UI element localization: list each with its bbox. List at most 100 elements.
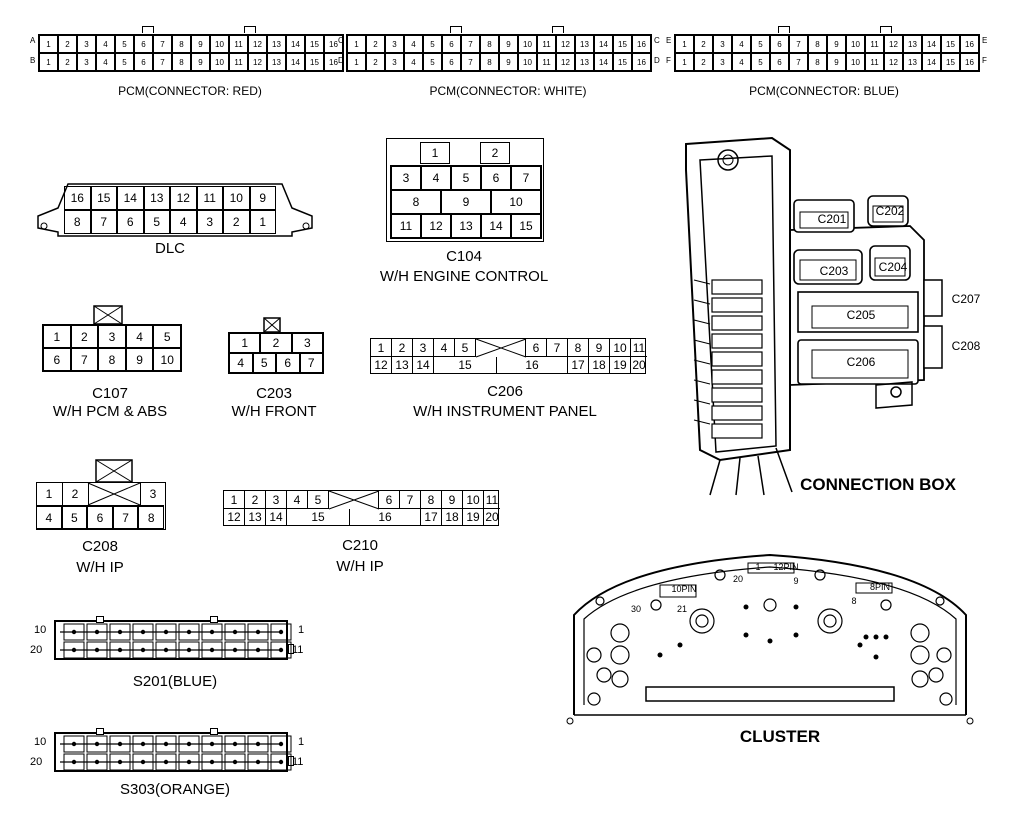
pcm_white-row-label-left: C — [338, 36, 344, 45]
c203-pin: 6 — [276, 353, 300, 373]
c203-pin: 2 — [260, 333, 292, 353]
c203-caption: C203 — [256, 385, 292, 402]
c210-pin: 20 — [485, 510, 499, 524]
pcm_blue-pin: 9 — [827, 53, 846, 71]
cb-label-c204: C204 — [878, 260, 908, 274]
c210-cross-mark — [328, 490, 379, 510]
pcm_red-pin: 1 — [39, 35, 58, 53]
pcm_white-pin: 16 — [632, 53, 651, 71]
pcm_white-pin: 14 — [594, 35, 613, 53]
pcm_blue-pin: 13 — [903, 53, 922, 71]
pcm_red-pin: 1 — [39, 53, 58, 71]
cluster-label-12pin: 12PIN — [773, 562, 799, 572]
pcm_white-pin: 13 — [575, 35, 594, 53]
pcm_blue-pin: 16 — [960, 53, 979, 71]
dlc-pin: 5 — [143, 210, 170, 234]
c107-caption: C107 — [92, 385, 128, 402]
pcm_red-pin: 14 — [286, 53, 305, 71]
pcm_white-row-label-right: D — [654, 56, 660, 65]
pcm_white-key-tab — [450, 26, 462, 33]
c206-pin: 2 — [392, 339, 413, 357]
c208-pin: 7 — [112, 506, 139, 529]
s303-pin-label: 20 — [30, 756, 43, 768]
c210-pin: 2 — [245, 491, 266, 509]
connection-box-caption: CONNECTION BOX — [800, 475, 956, 494]
c107-pin: 8 — [98, 348, 126, 371]
pcm_white-pin: 7 — [461, 53, 480, 71]
c104-pin: 6 — [481, 166, 511, 190]
pcm_white-pin: 2 — [366, 53, 385, 71]
cluster-pin-21: 21 — [676, 604, 687, 614]
pcm_white-pin: 1 — [347, 53, 366, 71]
pcm_white-pin: 6 — [442, 53, 461, 71]
pcm_red-pin: 15 — [305, 35, 324, 53]
c208-pin: 5 — [61, 506, 88, 529]
c206-pin: 8 — [568, 339, 589, 357]
pcm_red-key-tab — [142, 26, 154, 33]
s201-side-latch — [288, 644, 294, 654]
pcm_blue-pin: 7 — [789, 53, 808, 71]
pcm_white-pin: 5 — [423, 53, 442, 71]
pcm_white-pin: 5 — [423, 35, 442, 53]
pcm_blue-pin: 12 — [884, 53, 903, 71]
pcm_red-pin: 12 — [248, 35, 267, 53]
pcm_blue-pin: 16 — [960, 35, 979, 53]
pcm_blue-key-tab — [778, 26, 790, 33]
c208-center-mark — [87, 482, 141, 506]
dlc-pin: 7 — [90, 210, 117, 234]
pcm_blue-pin: 13 — [903, 35, 922, 53]
pcm_red-pin: 6 — [134, 35, 153, 53]
pcm_blue-pin: 1 — [675, 53, 694, 71]
c210-pin: 16 — [350, 509, 421, 525]
pcm_blue-pin: 3 — [713, 53, 732, 71]
pcm_blue-pin: 11 — [865, 35, 884, 53]
s201-pin-label: 10 — [34, 624, 47, 636]
c210-pin: 13 — [245, 509, 266, 525]
pcm_white-pin: 16 — [632, 35, 651, 53]
s201-pin-label: 20 — [30, 644, 43, 656]
dlc-pin: 6 — [117, 210, 144, 234]
dlc-pin: 16 — [64, 186, 91, 210]
pcm_blue-pin: 6 — [770, 53, 789, 71]
c210-pin: 5 — [308, 491, 329, 509]
c203-lock-tab — [263, 317, 281, 333]
c206-pin: 5 — [455, 339, 476, 357]
pcm_blue-pin: 10 — [846, 53, 865, 71]
dlc-pin: 13 — [143, 186, 170, 210]
pcm_white-pin: 15 — [613, 35, 632, 53]
pcm_red-pin: 12 — [248, 53, 267, 71]
pcm_white-pin: 11 — [537, 35, 556, 53]
c107-pin: 1 — [43, 325, 71, 348]
c206-pin: 1 — [371, 339, 392, 357]
s303-lock-tab — [96, 728, 104, 735]
s303-caption: S303(ORANGE) — [119, 781, 231, 798]
c206-pin: 19 — [610, 357, 631, 373]
pcm_red-pin: 10 — [210, 35, 229, 53]
c104-pin: 5 — [451, 166, 481, 190]
cluster-pin-20: 20 — [732, 574, 743, 584]
pcm_blue-pin: 15 — [941, 53, 960, 71]
pcm_red-pin: 6 — [134, 53, 153, 71]
c107-pin: 10 — [153, 348, 181, 371]
pcm_red-row-label-left: A — [30, 36, 36, 45]
c104-pin: 1 — [420, 142, 450, 164]
pcm_blue-pin: 1 — [675, 35, 694, 53]
pcm_red-pin: 14 — [286, 35, 305, 53]
pcm_white-pin: 13 — [575, 53, 594, 71]
c107-lock-tab — [93, 305, 123, 325]
pcm_blue-pin: 2 — [694, 35, 713, 53]
cb-label-c206: C206 — [846, 355, 876, 369]
pcm_blue-pin: 9 — [827, 35, 846, 53]
c107-pin: 9 — [125, 348, 154, 371]
c210-pin: 15 — [287, 509, 350, 525]
pcm_blue-row-label-left: F — [666, 56, 671, 65]
pcm_blue-pin: 4 — [732, 53, 751, 71]
s201-bus-bars — [60, 623, 292, 659]
pcm_white-pin: 12 — [556, 35, 575, 53]
